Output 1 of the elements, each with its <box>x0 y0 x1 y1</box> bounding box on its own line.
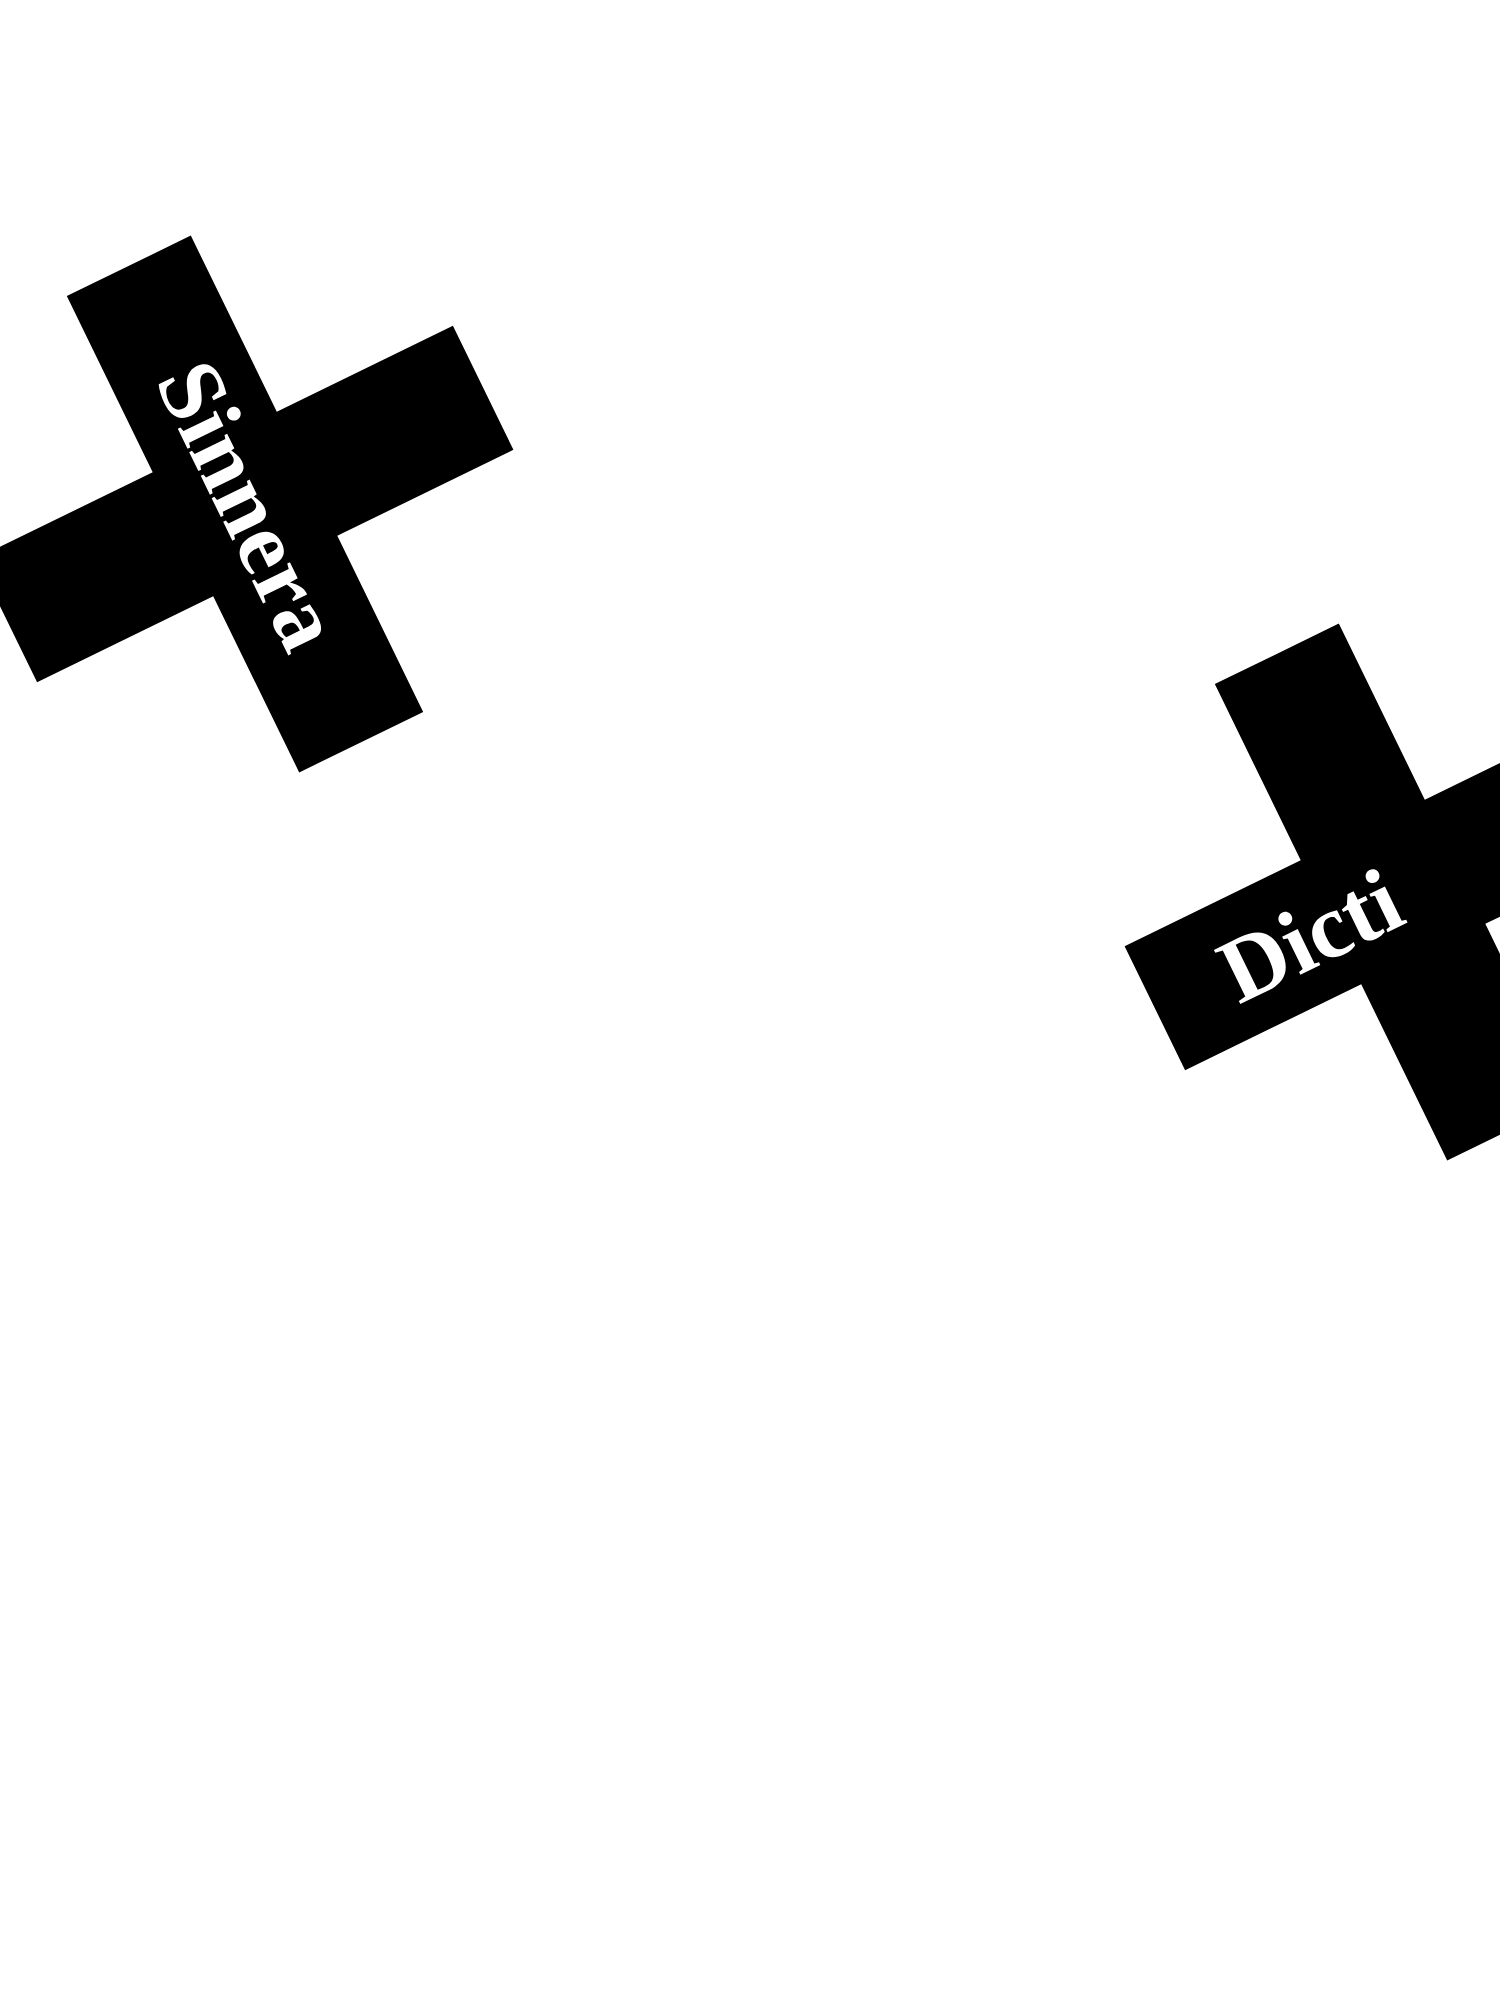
cross-sign: Dicti <box>1124 623 1500 1161</box>
